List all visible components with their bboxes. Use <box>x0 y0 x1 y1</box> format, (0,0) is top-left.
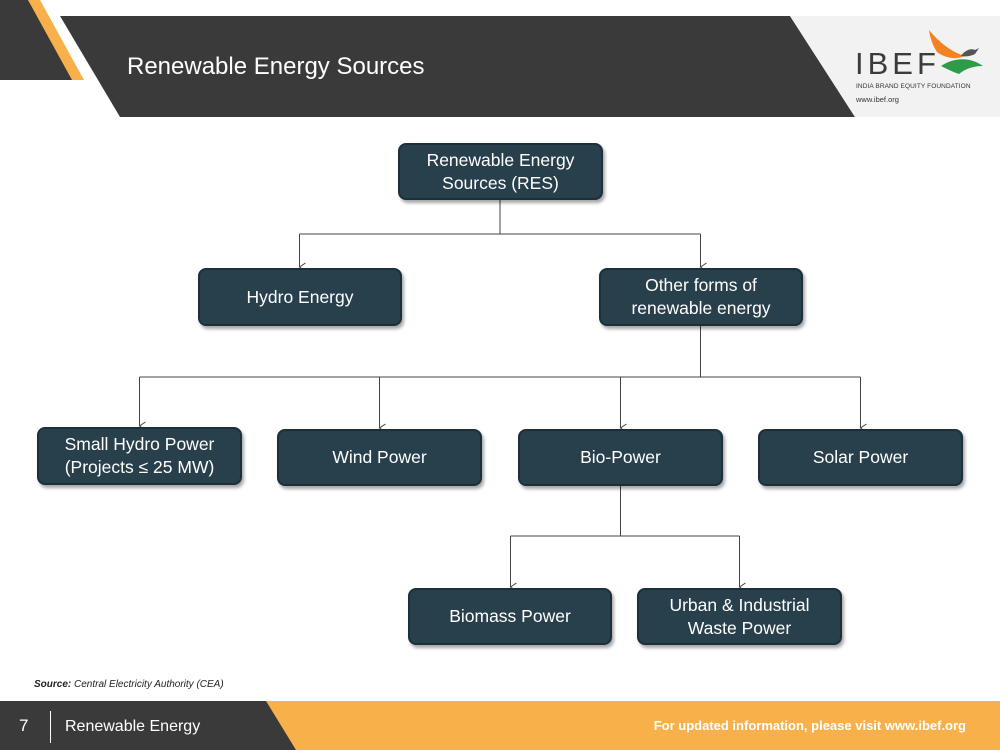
ibef-logo: IBEF INDIA BRAND EQUITY FOUNDATION www.i… <box>855 26 990 108</box>
page-number: 7 <box>19 716 29 735</box>
header-orange-stripe <box>28 0 84 80</box>
source-note: Source: Central Electricity Authority (C… <box>34 679 224 691</box>
footer-divider <box>50 711 51 743</box>
node-solar-power: Solar Power <box>758 429 963 486</box>
node-urban-industrial-waste: Urban & Industrial Waste Power <box>637 588 842 645</box>
diagram-connectors <box>138 200 867 592</box>
header-logo-panel <box>790 16 1000 117</box>
node-small-hydro: Small Hydro Power (Projects ≤ 25 MW) <box>37 427 242 485</box>
footer-section-label: Renewable Energy <box>65 718 201 735</box>
node-bio-power: Bio-Power <box>518 429 723 486</box>
source-label: Source: <box>34 679 72 690</box>
node-wind-power: Wind Power <box>277 429 482 486</box>
node-hydro-energy: Hydro Energy <box>198 268 402 326</box>
header-banner <box>0 0 1000 118</box>
footer-bar <box>0 701 1000 750</box>
logo-url: www.ibef.org <box>856 95 899 104</box>
node-res-root: Renewable Energy Sources (RES) <box>398 143 603 200</box>
node-biomass-power: Biomass Power <box>408 588 612 645</box>
header-title-bar <box>60 16 855 117</box>
bird-logo-icon <box>929 30 983 74</box>
source-text: Central Electricity Authority (CEA) <box>74 679 224 690</box>
node-other-renewable: Other forms of renewable energy <box>599 268 803 326</box>
slide-title: Renewable Energy Sources <box>127 53 425 80</box>
footer-info-link[interactable]: For updated information, please visit ww… <box>653 718 966 733</box>
logo-wordmark: IBEF <box>855 46 940 81</box>
logo-subtitle: INDIA BRAND EQUITY FOUNDATION <box>856 83 971 90</box>
